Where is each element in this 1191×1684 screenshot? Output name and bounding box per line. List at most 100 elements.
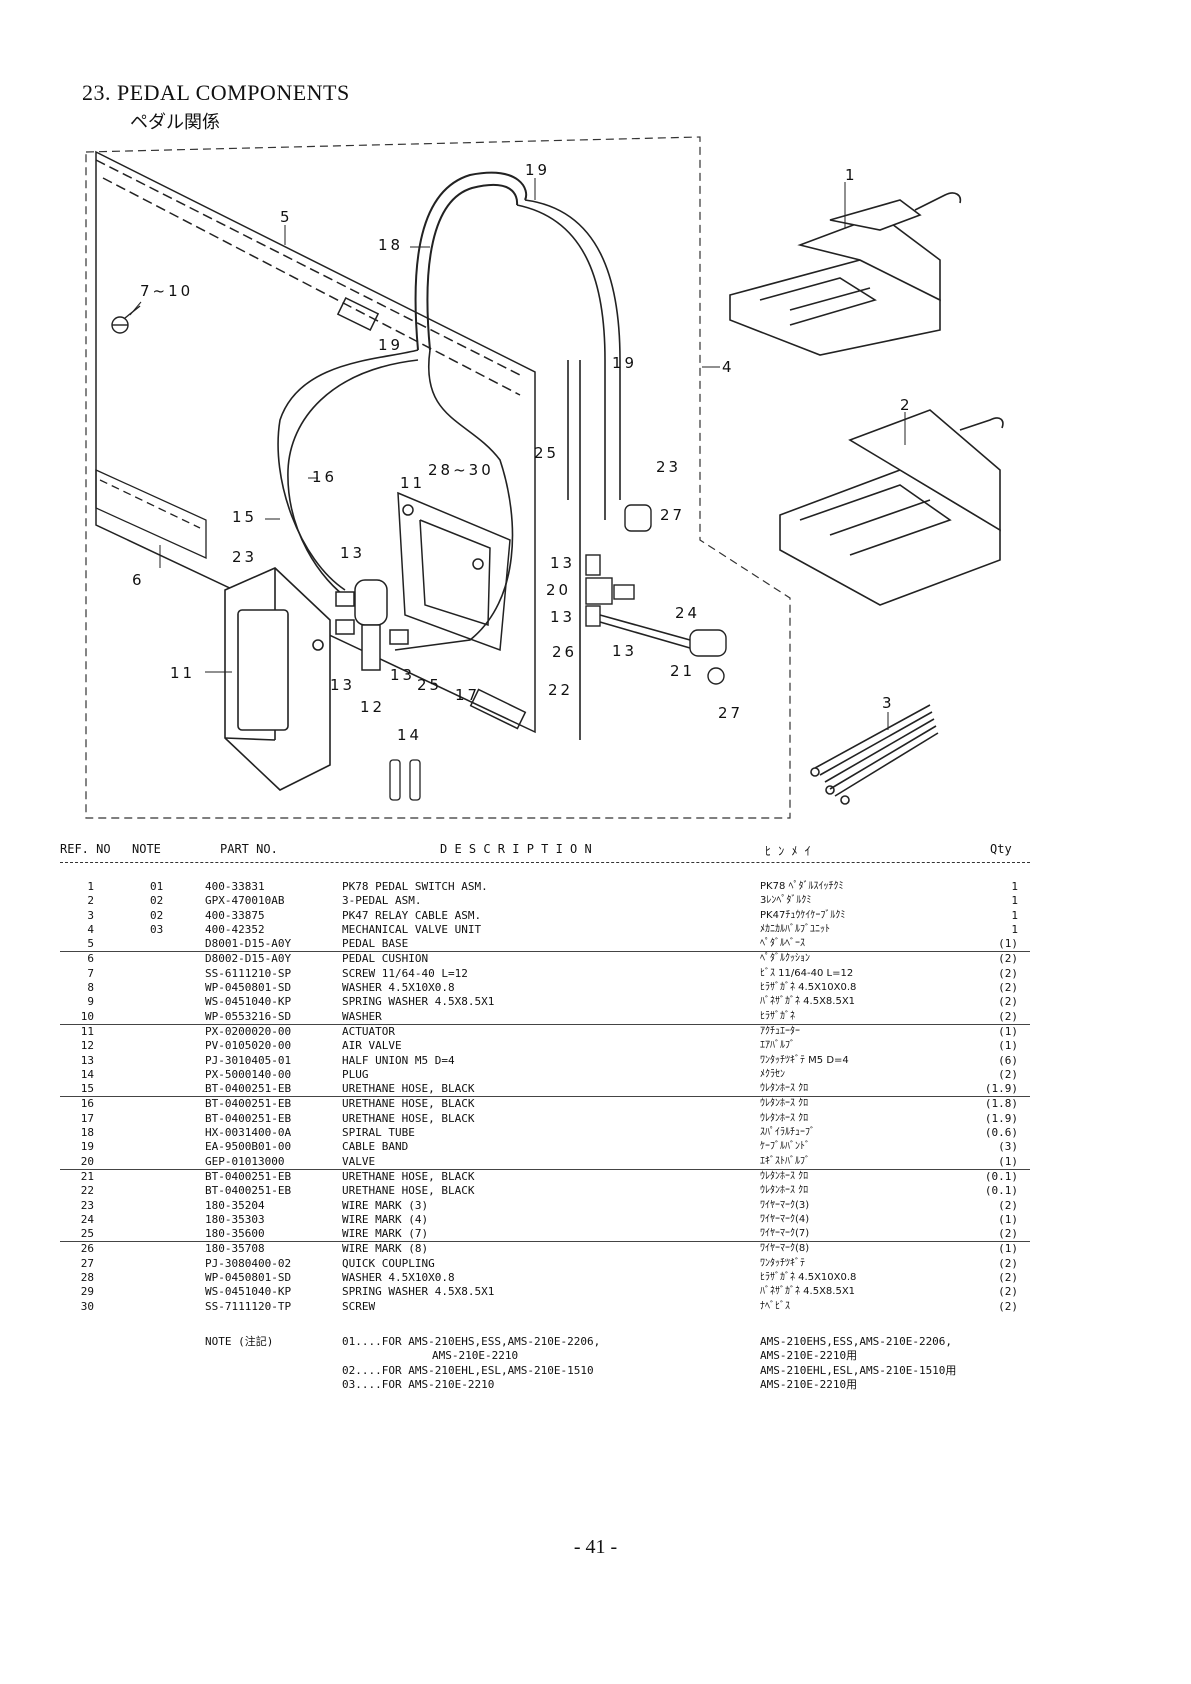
callout-17: 17 xyxy=(455,686,480,704)
cell-japanese-name: ｽﾊﾟｲﾗﾙﾁｭｰﾌﾞ xyxy=(760,1127,815,1139)
unit-frame xyxy=(85,136,791,819)
cell-part-no: 400-42352 xyxy=(205,922,265,936)
cell-quantity: (1.9) xyxy=(984,1082,1018,1096)
cell-part-no: D8001-D15-A0Y xyxy=(205,937,292,951)
cell-description: 3-PEDAL ASM. xyxy=(342,894,422,908)
cell-ref-no: 3 xyxy=(87,908,94,922)
cell-description: WIRE MARK (3) xyxy=(342,1198,429,1212)
callout-labels: 1 2 3 4 5 6 7~10 11 11 12 13 13 13 13 13… xyxy=(132,161,913,744)
cell-quantity: (0.1) xyxy=(984,1169,1018,1183)
callout-19c: 19 xyxy=(612,354,637,372)
cell-ref-no: 22 xyxy=(80,1184,94,1198)
callout-19a: 19 xyxy=(525,161,550,179)
cell-part-no: 400-33875 xyxy=(205,908,265,922)
cell-part-no: D8002-D15-A0Y xyxy=(205,952,292,966)
valve-tee xyxy=(585,554,635,627)
header-qty: Qty xyxy=(990,842,1012,856)
cell-quantity: (1) xyxy=(998,1024,1018,1038)
cell-description: CABLE BAND xyxy=(342,1140,409,1154)
cell-japanese-name: ﾒｶﾆｶﾙﾊﾞﾙﾌﾞﾕﾆｯﾄ xyxy=(760,923,830,935)
cell-ref-no: 5 xyxy=(87,937,94,951)
callout-13a: 13 xyxy=(340,544,365,562)
cell-description: PEDAL BASE xyxy=(342,937,409,951)
cell-part-no: PX-0200020-00 xyxy=(205,1024,292,1038)
cell-description: SCREW xyxy=(342,1299,376,1313)
cell-quantity: (2) xyxy=(998,966,1018,980)
cell-ref-no: 19 xyxy=(80,1140,94,1154)
cell-description: SPRING WASHER 4.5X8.5X1 xyxy=(342,1285,495,1299)
callout-22: 22 xyxy=(548,681,573,699)
callout-28-30: 28~30 xyxy=(428,461,494,479)
cell-description: PLUG xyxy=(342,1067,369,1081)
cell-description: ACTUATOR xyxy=(342,1024,395,1038)
callout-16: 16 xyxy=(312,468,337,486)
callout-21: 21 xyxy=(670,662,695,680)
callout-11: 11 xyxy=(170,664,195,682)
air-valve xyxy=(335,579,409,671)
callout-3: 3 xyxy=(882,694,895,712)
callout-6: 6 xyxy=(132,571,145,589)
cell-quantity: (1) xyxy=(998,1154,1018,1168)
cell-quantity: (6) xyxy=(998,1053,1018,1067)
cell-ref-no: 21 xyxy=(80,1169,94,1183)
screw-icon xyxy=(111,305,141,334)
cell-japanese-name: ﾜﾝﾀｯﾁﾂｷﾞﾃ xyxy=(760,1257,805,1269)
cell-quantity: (2) xyxy=(998,1299,1018,1313)
callout-13d: 13 xyxy=(550,554,575,572)
note-01-description-cont: AMS-210E-2210 xyxy=(432,1349,519,1363)
cell-quantity: (2) xyxy=(998,952,1018,966)
exploded-parts-diagram: 1 2 3 4 5 6 7~10 11 11 12 13 13 13 13 13… xyxy=(85,136,1004,819)
cell-quantity: (2) xyxy=(998,995,1018,1009)
cell-quantity: (0.6) xyxy=(984,1126,1018,1140)
callout-27b: 27 xyxy=(718,704,743,722)
cell-ref-no: 8 xyxy=(87,981,94,995)
cell-description: HALF UNION M5 D=4 xyxy=(342,1053,455,1067)
callout-4: 4 xyxy=(722,358,735,376)
cell-ref-no: 11 xyxy=(80,1024,94,1038)
callout-24: 24 xyxy=(675,604,700,622)
cell-quantity: (1.9) xyxy=(984,1111,1018,1125)
note-01-description: 01....FOR AMS-210EHS,ESS,AMS-210E-2206, xyxy=(342,1335,601,1348)
cell-ref-no: 20 xyxy=(80,1154,94,1168)
cell-part-no: BT-0400251-EB xyxy=(205,1111,292,1125)
cell-description: SCREW 11/64-40 L=12 xyxy=(342,966,468,980)
cell-japanese-name: ﾜｲﾔｰﾏｰｸ(7) xyxy=(760,1228,810,1240)
notes-label: NOTE (注記) xyxy=(205,1335,274,1348)
note-02-japanese: AMS-210EHL,ESL,AMS-210E-1510用 xyxy=(760,1363,957,1377)
page-number: - 41 - xyxy=(573,1536,618,1558)
cell-description: WIRE MARK (4) xyxy=(342,1212,429,1226)
actuator xyxy=(224,567,331,791)
callout-25a: 25 xyxy=(534,444,559,462)
cell-part-no: PX-5000140-00 xyxy=(205,1067,292,1081)
cell-japanese-name: ﾜﾝﾀｯﾁﾂｷﾞﾃ M5 D=4 xyxy=(760,1054,849,1066)
cell-quantity: 1 xyxy=(1011,880,1018,893)
cell-ref-no: 1 xyxy=(87,880,94,893)
cell-description: URETHANE HOSE, BLACK xyxy=(342,1184,475,1198)
cell-quantity: (2) xyxy=(998,1067,1018,1081)
cell-japanese-name: PK47ﾁｭｳｹｲｹｰﾌﾞﾙｸﾐ xyxy=(760,909,846,921)
callout-2: 2 xyxy=(900,396,913,414)
callout-25b: 25 xyxy=(417,676,442,694)
cell-japanese-name: ﾋﾗｻﾞｶﾞﾈ 4.5X10X0.8 xyxy=(760,982,857,994)
leader-lines xyxy=(129,178,906,730)
cell-quantity: (2) xyxy=(998,1198,1018,1212)
cell-quantity: (2) xyxy=(998,1227,1018,1241)
cell-description: VALVE xyxy=(342,1154,376,1168)
cell-part-no: 180-35303 xyxy=(205,1212,265,1226)
hoses xyxy=(277,199,691,740)
cell-ref-no: 13 xyxy=(80,1053,94,1067)
cell-quantity: (1) xyxy=(998,1212,1018,1226)
three-pedal-asm xyxy=(779,409,1004,606)
cell-ref-no: 2 xyxy=(87,894,94,908)
cell-quantity: 1 xyxy=(1011,922,1018,936)
cell-quantity: (2) xyxy=(998,1285,1018,1299)
